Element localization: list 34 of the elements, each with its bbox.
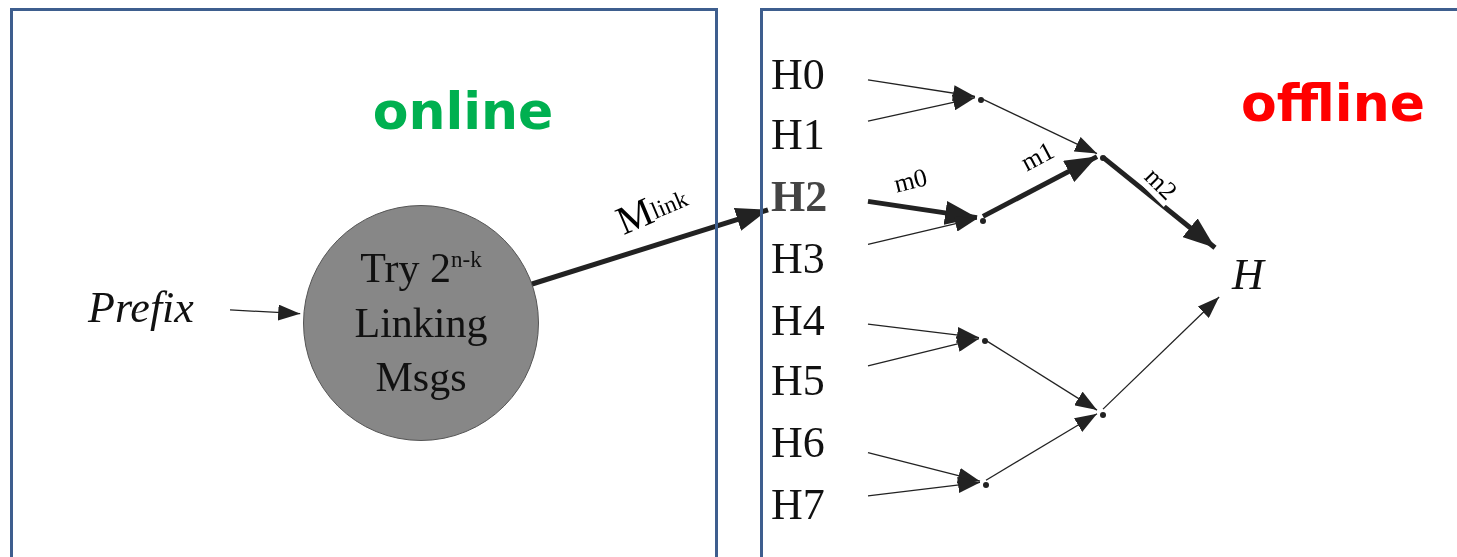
hash-label: H2 bbox=[771, 172, 871, 222]
hash-label: H6 bbox=[771, 418, 871, 468]
arrow bbox=[867, 215, 978, 245]
arrow bbox=[529, 207, 769, 287]
arrow bbox=[867, 477, 981, 497]
arrow bbox=[1101, 155, 1217, 250]
junction-dot bbox=[1100, 412, 1106, 418]
arrow bbox=[985, 413, 1098, 481]
input-label: H bbox=[1218, 250, 1278, 300]
junction-dot bbox=[978, 97, 984, 103]
arrow bbox=[981, 154, 1099, 219]
circle-text: Try 2$^{n-k}$ Linking Msgs bbox=[353, 244, 489, 403]
arrow bbox=[867, 336, 980, 367]
arrow bbox=[867, 79, 976, 101]
junction-dot bbox=[1100, 155, 1106, 161]
panel-heading: offline bbox=[1240, 73, 1426, 133]
arrow bbox=[867, 452, 981, 484]
input-label: Prefix bbox=[88, 283, 233, 335]
hash-label: H4 bbox=[771, 296, 871, 346]
panel-heading: online bbox=[371, 81, 555, 141]
arrow bbox=[1102, 296, 1220, 410]
arrow bbox=[867, 198, 978, 225]
hash-label: H1 bbox=[771, 110, 871, 160]
junction-dot bbox=[982, 338, 988, 344]
hash-label: H5 bbox=[771, 356, 871, 406]
arrow bbox=[867, 323, 980, 343]
hash-label: H0 bbox=[771, 50, 871, 100]
junction-dot bbox=[983, 482, 989, 488]
arrow bbox=[867, 94, 976, 122]
arrow bbox=[229, 304, 301, 321]
panel bbox=[10, 8, 718, 557]
hash-label: H3 bbox=[771, 234, 871, 284]
hash-label: H7 bbox=[771, 480, 871, 530]
junction-dot bbox=[980, 218, 986, 224]
